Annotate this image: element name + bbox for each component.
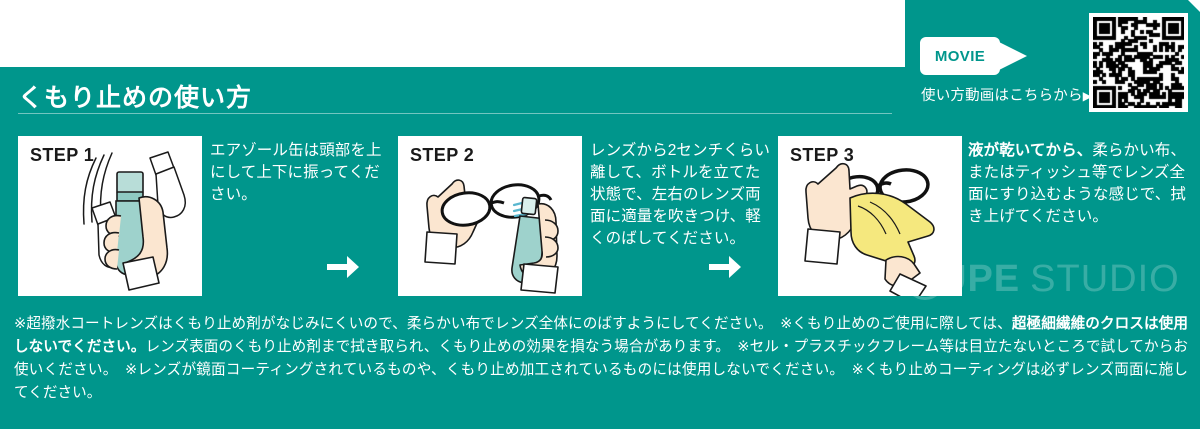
video-camera-icon: [997, 41, 1027, 71]
movie-badge[interactable]: MOVIE: [920, 37, 1028, 75]
step-1-text: エアゾール缶は頭部を上にして上下に振ってください。: [210, 142, 382, 203]
arrow-right-icon: [327, 256, 359, 278]
wiping-glasses-cloth-icon: [804, 162, 935, 296]
play-triangle-icon: ▶: [1082, 89, 1093, 103]
corner-notch: [1188, 0, 1200, 12]
movie-badge-body: MOVIE: [920, 37, 1000, 75]
watermark-light-text: STUDIO: [1030, 258, 1180, 300]
step-3-label: STEP 3: [790, 145, 855, 165]
movie-badge-label: MOVIE: [934, 47, 986, 65]
arrow-right-icon: [709, 256, 741, 278]
step-1-label: STEP 1: [30, 145, 95, 165]
hand-shaking-aerosol-bottle-icon: [82, 151, 186, 291]
movie-caption-text: 使い方動画はこちらから: [921, 88, 1083, 104]
qr-code[interactable]: [1089, 13, 1188, 112]
qr-code-canvas: [1093, 17, 1184, 108]
step-arrow-2: [707, 252, 743, 282]
step-3-illustration-panel: STEP 3: [778, 136, 962, 296]
movie-caption[interactable]: 使い方動画はこちらから▶: [921, 84, 1092, 105]
spraying-glasses-icon: [424, 179, 559, 294]
footnote-disclaimer: ※超撥水コートレンズはくもり止め剤がなじみにくいので、柔らかい布でレンズ全体にの…: [14, 316, 1189, 402]
step-1-illustration-panel: STEP 1: [18, 136, 202, 296]
step-3-text: 液が乾いてから、柔らかい布、またはティッシュ等でレンズ全面にすり込むような感じで…: [968, 142, 1186, 225]
title-divider: [18, 113, 892, 114]
step-2-text: レンズから2センチくらい離して、ボトルを立てた状態で、左右のレンズ両面に適量を吹…: [590, 142, 771, 247]
step-2-label: STEP 2: [410, 145, 475, 165]
page-title: くもり止めの使い方: [18, 84, 253, 112]
step-2-illustration-panel: STEP 2: [398, 136, 582, 296]
movie-promo-block: MOVIE 使い方動画はこちらから▶: [905, 0, 1200, 125]
step-arrow-1: [325, 252, 361, 282]
